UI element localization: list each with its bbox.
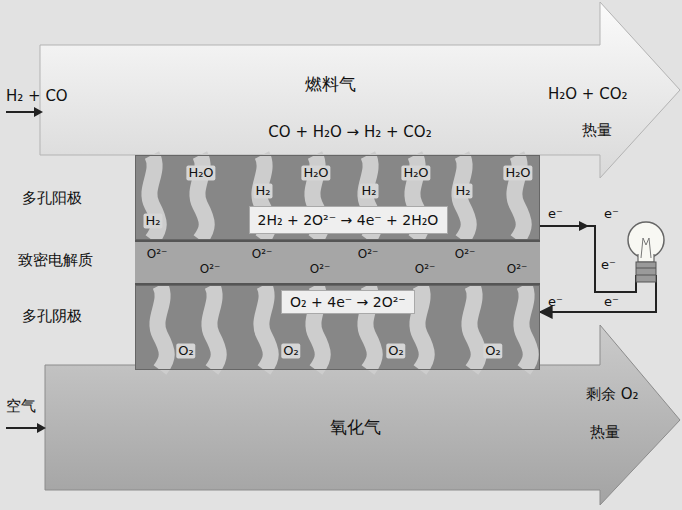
- electron-label: e⁻: [548, 207, 563, 222]
- ion-label: O²⁻: [147, 248, 168, 262]
- reaction-equation: O₂ + 4e⁻ → 2O²⁻: [290, 294, 406, 310]
- cathode-reaction-box: O₂ + 4e⁻ → 2O²⁻: [281, 290, 415, 314]
- dense-electrolyte-layer: O²⁻ O²⁻ O²⁻ O²⁻ O²⁻ O²⁻ O²⁻ O²⁻: [135, 240, 540, 285]
- heat-output-label: 热量: [590, 424, 620, 441]
- ion-label: O²⁻: [200, 263, 221, 277]
- heat-output-label: 热量: [582, 122, 612, 139]
- air-input-label: 空气: [6, 398, 36, 415]
- layer-name: 致密电解质: [18, 252, 93, 269]
- species-label: H₂O: [503, 166, 532, 181]
- bulb-thread: [636, 275, 656, 276]
- ion-label: O²⁻: [252, 248, 273, 262]
- ion-label: O²⁻: [415, 263, 436, 277]
- species-label: H₂: [254, 184, 273, 199]
- layer-name: 多孔阴极: [22, 308, 82, 325]
- exhaust-products-label: H₂O + CO₂: [548, 86, 628, 103]
- bulb-neck: [638, 254, 654, 262]
- species-label: H₂O: [401, 166, 430, 181]
- anode-pores: [149, 155, 523, 240]
- species-label: O₂: [386, 344, 405, 359]
- fuel-input-label: H₂ + CO: [6, 88, 68, 105]
- reaction-equation: CO + H₂O → H₂ + CO₂: [268, 124, 431, 141]
- species-label: H₂O: [301, 166, 330, 181]
- anode-texture: [135, 155, 540, 240]
- species-label: H₂: [144, 214, 163, 229]
- porous-cathode-layer: O₂ O₂ O₂ O₂ O₂ + 4e⁻ → 2O²⁻: [135, 285, 540, 370]
- fuel-gas-band: 燃料气 CO + H₂O → H₂ + CO₂: [40, 45, 600, 155]
- bulb-thread: [636, 268, 656, 269]
- electron-label: e⁻: [604, 295, 619, 310]
- oxidant-gas-band: 氧化气: [45, 370, 600, 490]
- electron-label: e⁻: [604, 207, 619, 222]
- bulb-glass: [628, 222, 664, 258]
- species-label: O₂: [483, 344, 502, 359]
- band-title: 氧化气: [330, 418, 381, 438]
- species-label: O₂: [281, 344, 300, 359]
- electron-label: e⁻: [548, 295, 563, 310]
- species-label: O₂: [176, 344, 195, 359]
- air-input-arrow: [6, 427, 38, 429]
- fuel-flow-arrow: [40, 2, 680, 178]
- bulb-filament: [641, 238, 651, 258]
- layer-name: 多孔阳极: [22, 190, 82, 207]
- residual-oxygen-label: 剩余 O₂: [586, 386, 639, 403]
- ion-label: O²⁻: [310, 263, 331, 277]
- electron-label: e⁻: [601, 258, 616, 273]
- ion-label: O²⁻: [455, 248, 476, 262]
- ion-label: O²⁻: [507, 263, 528, 277]
- species-label: H₂: [454, 184, 473, 199]
- species-label: H₂: [360, 184, 379, 199]
- ion-label: O²⁻: [358, 248, 379, 262]
- cathode-pores: [157, 285, 530, 370]
- current-direction-head: [579, 221, 589, 231]
- band-title: 燃料气: [305, 75, 356, 95]
- cathode-texture: [135, 285, 540, 370]
- species-label: H₂O: [186, 166, 215, 181]
- anode-reaction-box: 2H₂ + 2O²⁻ → 4e⁻ + 2H₂O: [249, 206, 448, 234]
- air-input-arrowhead: [37, 423, 46, 433]
- reaction-equation: 2H₂ + 2O²⁻ → 4e⁻ + 2H₂O: [258, 212, 439, 228]
- bulb-base: [636, 262, 656, 282]
- fuel-input-arrowhead: [34, 107, 43, 117]
- fuel-input-arrow: [6, 111, 35, 113]
- porous-anode-layer: H₂O H₂O H₂O H₂O H₂ H₂ H₂ H₂ 2H₂ + 2O²⁻ → 4e⁻ + 2…: [135, 155, 540, 240]
